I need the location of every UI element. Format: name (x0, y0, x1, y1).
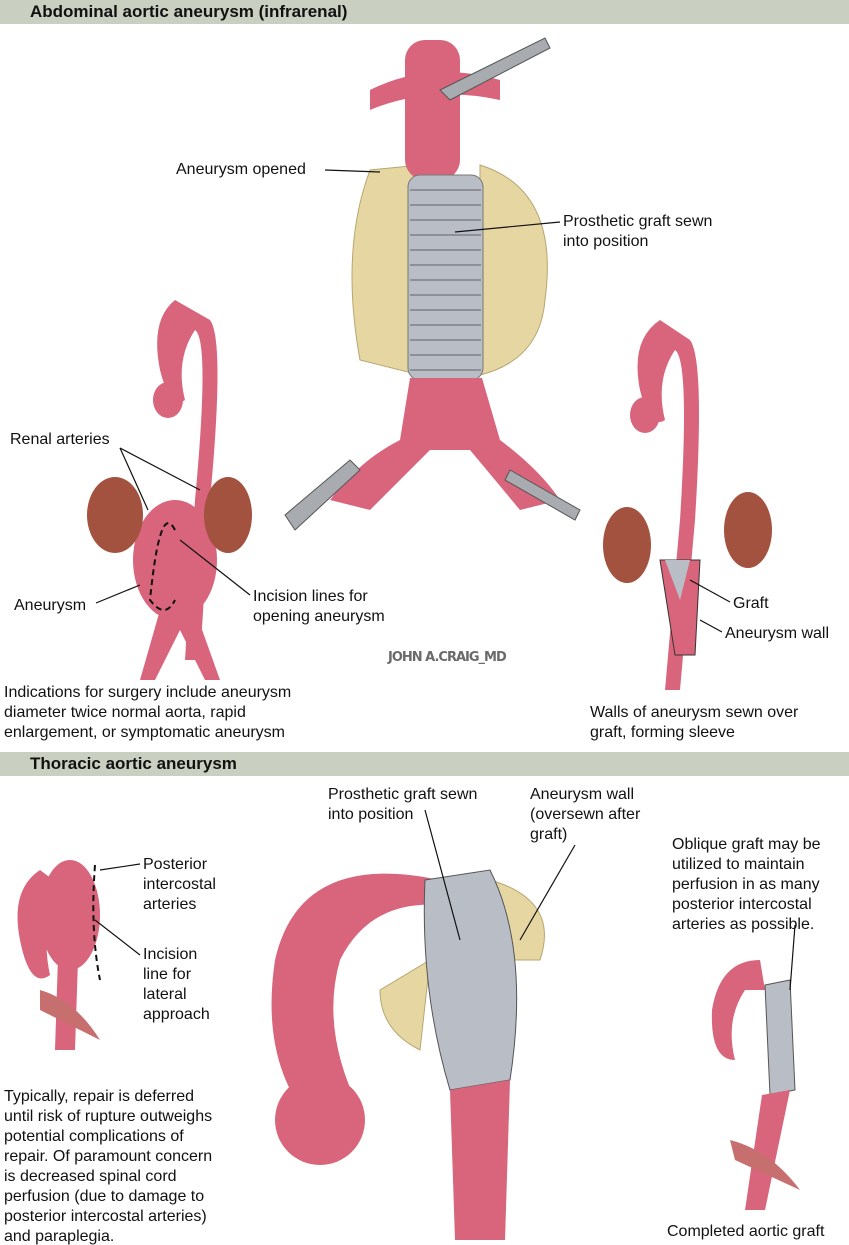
section-title: Abdominal aortic aneurysm (infrarenal) (30, 2, 348, 21)
leader-lines (94, 169, 796, 991)
label-oblique-graft: Oblique graft may be utilized to maintai… (672, 836, 821, 933)
label-renal-arteries: Renal arteries (10, 431, 110, 448)
section-title: Thoracic aortic aneurysm (30, 754, 237, 773)
label-graft-sewn: Prosthetic graft sewn into position (563, 213, 713, 250)
caption-indications: Indications for surgery include aneurysm… (4, 684, 292, 741)
thoracic-aneurysm-aorta (17, 860, 101, 1050)
label-graft: Graft (733, 595, 769, 612)
label-aneurysm-opened: Aneurysm opened (176, 161, 306, 178)
section-header-thoracic: Thoracic aortic aneurysm (0, 752, 849, 776)
abdominal-aneurysm-aorta (87, 300, 252, 680)
label-aneurysm-wall: Aneurysm wall (725, 625, 830, 642)
label-posterior-intercostal: Posterior intercostal arteries (143, 856, 216, 913)
caption-typically: Typically, repair is deferred until risk… (4, 1088, 213, 1245)
label-aneurysm: Aneurysm (14, 597, 87, 614)
label-thoracic-graft-sewn: Prosthetic graft sewn into position (328, 786, 478, 823)
label-incision-lines: Incision lines for opening aneurysm (253, 588, 385, 625)
label-thoracic-aneurysm-wall: Aneurysm wall (oversewn after graft) (530, 786, 641, 843)
abdominal-sleeve-aorta (603, 320, 772, 690)
thoracic-completed-aorta (711, 960, 800, 1210)
caption-walls-sewn: Walls of aneurysm sewn over graft, formi… (590, 704, 799, 741)
thoracic-graft-illustration (271, 869, 545, 1240)
artist-signature: JOHN A.CRAIG_MD (388, 650, 507, 665)
section-header-abdominal: Abdominal aortic aneurysm (infrarenal) (0, 0, 849, 24)
caption-completed: Completed aortic graft (667, 1223, 825, 1240)
label-incision-line: Incision line for lateral approach (143, 946, 210, 1023)
abdominal-graft-illustration (284, 37, 581, 531)
